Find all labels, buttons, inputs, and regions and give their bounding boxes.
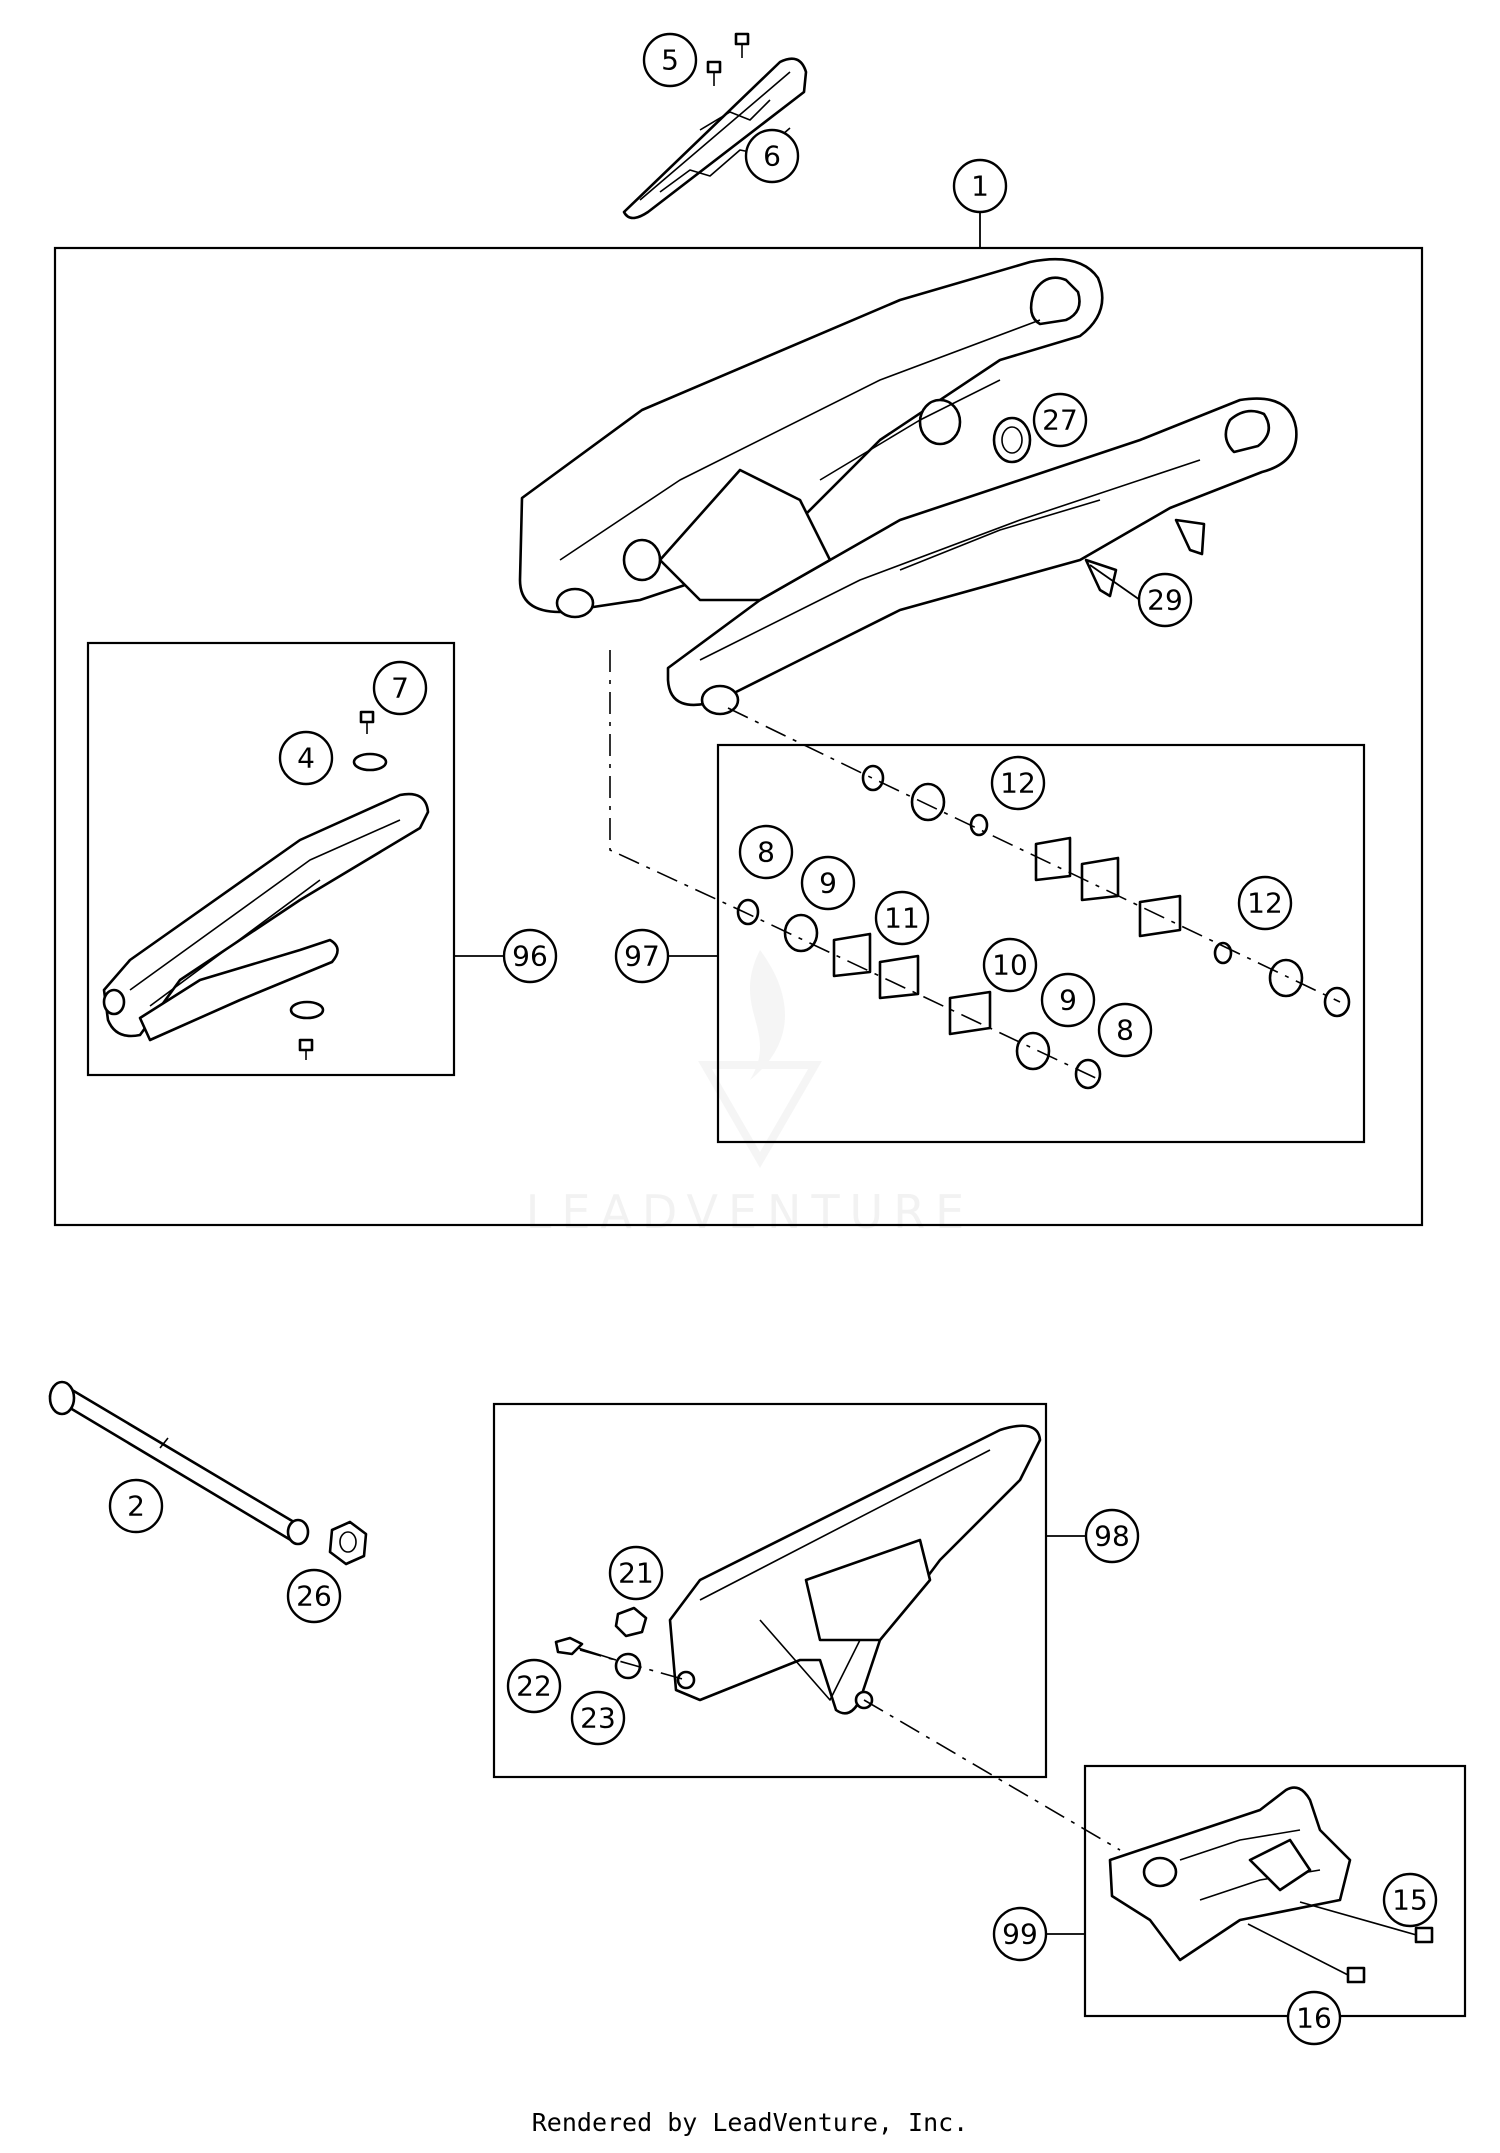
svg-text:26: 26 <box>296 1580 332 1613</box>
svg-text:12: 12 <box>1000 767 1036 800</box>
svg-text:21: 21 <box>618 1557 654 1590</box>
svg-text:7: 7 <box>391 672 409 705</box>
callout-15: 15 <box>1382 1872 1438 1928</box>
svg-text:96: 96 <box>512 940 548 973</box>
callout-9-left: 9 <box>800 855 856 911</box>
callout-10: 10 <box>982 937 1038 993</box>
svg-text:27: 27 <box>1042 404 1078 437</box>
swingarm-part <box>518 258 1298 716</box>
assembly-line-guide <box>863 1699 1121 1851</box>
callout-21: 21 <box>608 1545 664 1601</box>
callout-16: 16 <box>1286 1990 1342 2046</box>
callout-6: 6 <box>744 128 800 184</box>
svg-text:8: 8 <box>757 836 775 869</box>
slider-washer-and-screw-top <box>352 710 388 772</box>
bearing-kit-upper-row <box>861 764 1351 1018</box>
callout-97: 97 <box>614 928 670 984</box>
leader-lines <box>454 212 1141 1935</box>
swingarm-axle-part <box>48 1380 310 1546</box>
svg-text:23: 23 <box>580 1702 616 1735</box>
svg-text:99: 99 <box>1002 1918 1038 1951</box>
svg-text:98: 98 <box>1094 1520 1130 1553</box>
chain-slider-kit-frame <box>86 641 456 1077</box>
chain-guard-part <box>668 1424 1042 1715</box>
svg-text:1: 1 <box>971 170 989 203</box>
callout-29: 29 <box>1137 572 1193 628</box>
svg-text:9: 9 <box>819 867 837 900</box>
callout-1: 1 <box>952 158 1008 214</box>
guard-fasteners <box>554 1606 648 1680</box>
svg-text:4: 4 <box>297 742 315 775</box>
leadventure-watermark: LEADVENTURE <box>526 950 975 1239</box>
callout-7: 7 <box>372 660 428 716</box>
assembly-line-lower-pivot <box>609 650 1101 1081</box>
callout-22: 22 <box>506 1658 562 1714</box>
chain-guard-kit-frame <box>492 1402 1048 1779</box>
bushing-part <box>992 416 1032 464</box>
chain-slider-alt-part <box>102 792 430 1042</box>
slider-washer-and-screw-bottom <box>289 1000 325 1060</box>
swingarm-assembly-frame <box>53 246 1424 1227</box>
svg-text:8: 8 <box>1116 1014 1134 1047</box>
callout-12-top: 12 <box>990 755 1046 811</box>
chain-guide-part <box>1108 1786 1352 1962</box>
svg-text:22: 22 <box>516 1670 552 1703</box>
bearing-kit-frame <box>716 743 1366 1144</box>
svg-text:15: 15 <box>1392 1884 1428 1917</box>
svg-text:5: 5 <box>661 44 679 77</box>
callout-96: 96 <box>502 928 558 984</box>
callout-5: 5 <box>642 32 698 88</box>
svg-text:11: 11 <box>884 902 920 935</box>
svg-text:16: 16 <box>1296 2002 1332 2035</box>
svg-text:10: 10 <box>992 949 1028 982</box>
assembly-line-upper-pivot <box>727 707 1341 1003</box>
callout-99: 99 <box>992 1906 1048 1962</box>
callout-8-left: 8 <box>738 824 794 880</box>
chain-slider-part <box>622 57 808 220</box>
svg-text:2: 2 <box>127 1490 145 1523</box>
callout-98: 98 <box>1084 1508 1140 1564</box>
svg-text:9: 9 <box>1059 984 1077 1017</box>
callout-4: 4 <box>278 730 334 786</box>
svg-text:29: 29 <box>1147 584 1183 617</box>
callout-26: 26 <box>286 1568 342 1624</box>
callout-11: 11 <box>874 890 930 946</box>
callout-2: 2 <box>108 1478 164 1534</box>
callout-9-right: 9 <box>1040 972 1096 1028</box>
callout-8-right: 8 <box>1097 1002 1153 1058</box>
callout-12-right: 12 <box>1237 875 1293 931</box>
svg-text:97: 97 <box>624 940 660 973</box>
assembly-line-guard <box>579 1649 687 1681</box>
rendered-by-footer: Rendered by LeadVenture, Inc. <box>532 2108 969 2137</box>
callout-23: 23 <box>570 1690 626 1746</box>
guide-bolts <box>1247 1901 1434 1984</box>
chain-guide-kit-frame <box>1083 1764 1467 2018</box>
slider-screws <box>706 32 750 86</box>
svg-text:6: 6 <box>763 140 781 173</box>
svg-text:12: 12 <box>1247 887 1283 920</box>
axle-nut-part <box>328 1520 368 1566</box>
callouts: 1 5 6 27 29 7 4 96 97 12 12 8 9 11 10 9 … <box>108 32 1438 2046</box>
callout-27: 27 <box>1032 392 1088 448</box>
watermark-text: LEADVENTURE <box>526 1185 975 1239</box>
